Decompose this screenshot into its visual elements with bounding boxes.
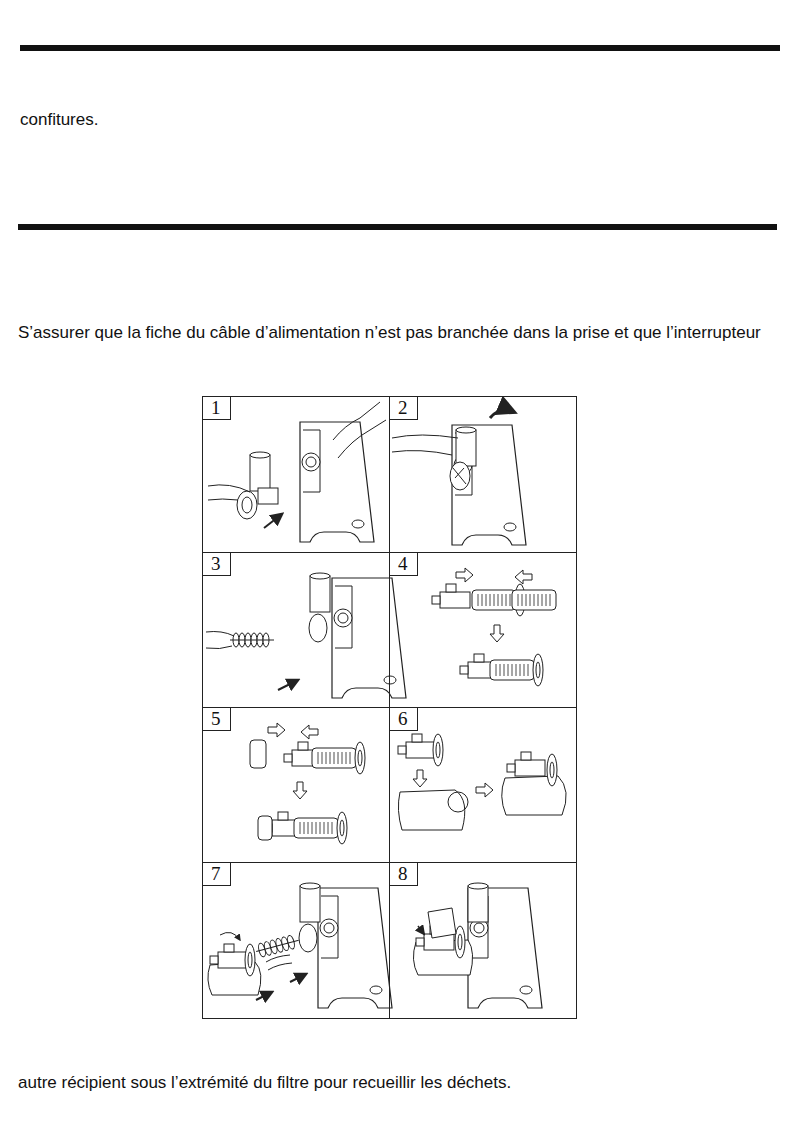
step-panel: 6 (389, 707, 577, 863)
body-text: S’assurer que la fiche du câble d’alimen… (18, 323, 761, 343)
step-panel: 4 (389, 552, 577, 708)
body-text: autre récipient sous l’extrémité du filt… (18, 1073, 511, 1093)
step-panel: 3 (202, 552, 390, 708)
step-panel: 5 (202, 707, 390, 863)
step-number: 7 (203, 863, 231, 886)
step-panel: 2 (389, 396, 577, 553)
step-number: 2 (390, 397, 418, 420)
step-number: 5 (203, 708, 231, 731)
body-text: confitures. (20, 110, 98, 130)
step-number: 8 (390, 863, 418, 886)
step-panel: 1 (202, 396, 390, 553)
step-number: 3 (203, 553, 231, 576)
step-panel: 8 (389, 862, 577, 1019)
step-number: 4 (390, 553, 418, 576)
step-number: 1 (203, 397, 231, 420)
step-number: 6 (390, 708, 418, 731)
step-panel: 7 (202, 862, 390, 1019)
